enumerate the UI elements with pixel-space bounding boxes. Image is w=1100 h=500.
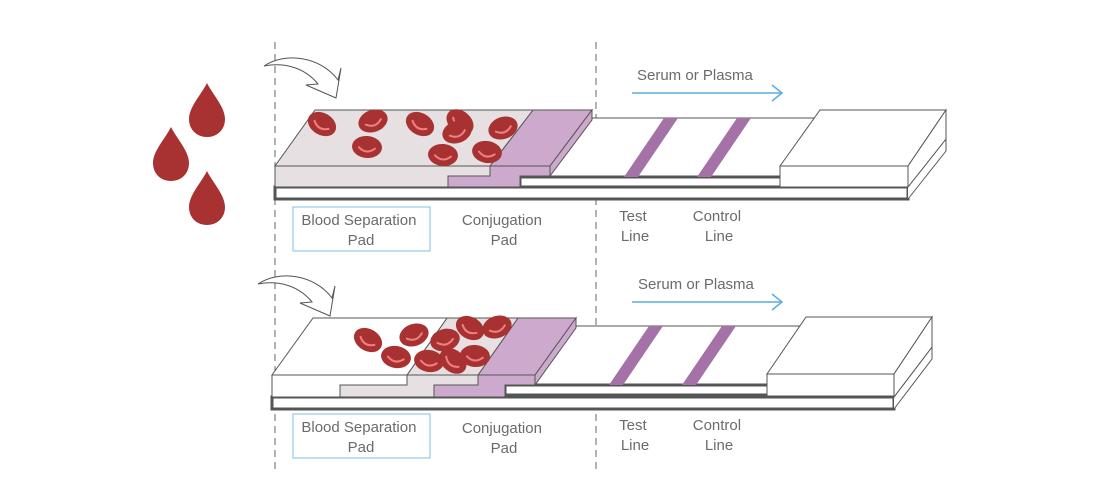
absorbent-pad <box>779 108 947 189</box>
blood-drop-icon <box>189 171 225 225</box>
curved-arrow-icon <box>263 57 342 99</box>
label-box <box>292 413 431 459</box>
label-test-line: Test Line <box>619 208 651 245</box>
label-conjugation-pad: Conjugation Pad <box>462 420 546 457</box>
curved-arrow-icon <box>257 275 336 317</box>
strip-top: Serum or Plasma Blood Separation Pad Con… <box>263 57 947 252</box>
label-control-line: Control Line <box>693 417 746 454</box>
label-box <box>292 206 431 252</box>
test-line <box>609 326 663 385</box>
label-test-line: Test Line <box>619 417 651 454</box>
label-blood-separation-pad: Blood Separation Pad <box>301 419 420 456</box>
control-line <box>697 118 751 177</box>
flow-arrow: Serum or Plasma <box>632 67 784 102</box>
backing-card <box>273 185 910 201</box>
absorbent-pad <box>766 315 933 399</box>
flow-arrow: Serum or Plasma <box>632 276 784 311</box>
test-line <box>624 118 678 177</box>
backing-card <box>270 395 896 411</box>
flow-label: Serum or Plasma <box>637 67 754 84</box>
flow-label: Serum or Plasma <box>638 276 755 293</box>
label-conjugation-pad: Conjugation Pad <box>462 212 546 249</box>
blood-drop-icon <box>153 127 189 181</box>
blood-drop-icon <box>189 83 225 137</box>
membrane-edge <box>503 383 799 397</box>
label-control-line: Control Line <box>693 208 746 245</box>
strip-bottom: Serum or Plasma Blood Separation Pad Con… <box>257 275 933 459</box>
arrow-right-icon <box>771 293 784 311</box>
membrane-edge <box>518 175 812 189</box>
control-line <box>682 326 736 385</box>
blood-drops <box>153 83 225 225</box>
label-blood-separation-pad: Blood Separation Pad <box>301 212 420 249</box>
arrow-right-icon <box>771 84 784 102</box>
